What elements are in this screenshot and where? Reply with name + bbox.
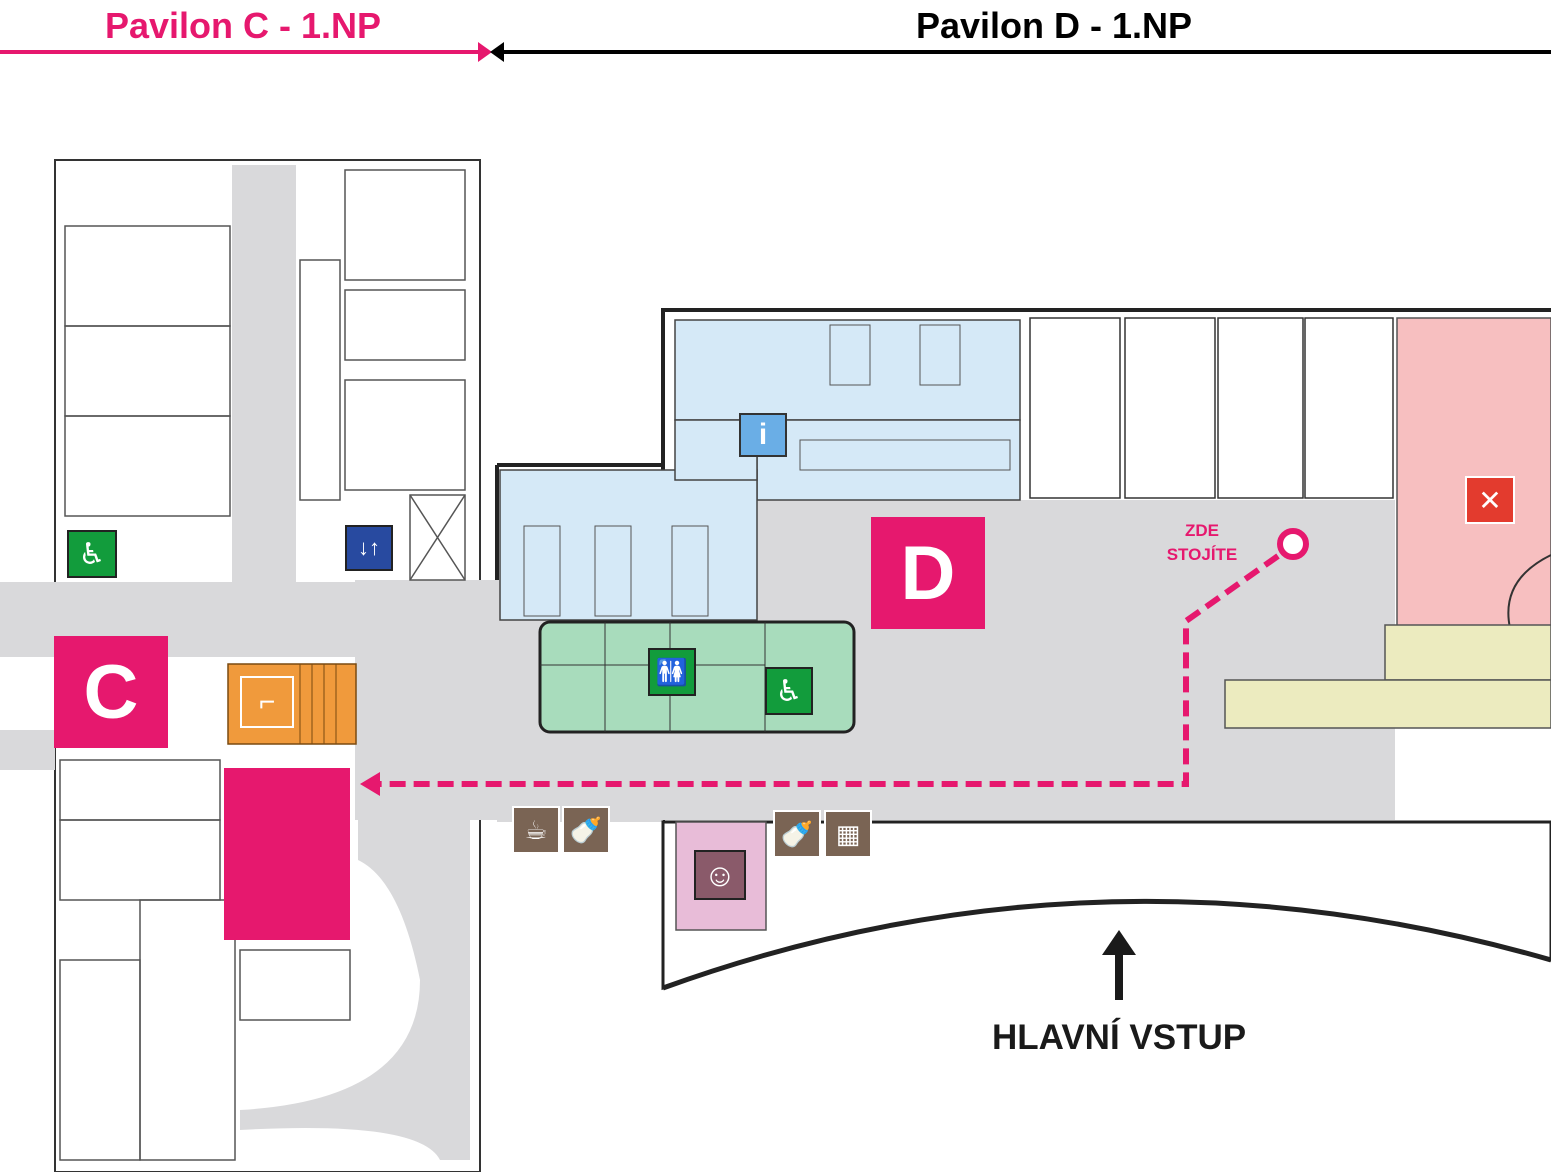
route-arrowhead bbox=[360, 772, 380, 796]
wheelchair-icon: ♿ bbox=[67, 530, 117, 578]
baby-care-icon: ☺ bbox=[694, 850, 746, 900]
restaurant-area bbox=[1396, 317, 1551, 629]
zone-c-label: C bbox=[83, 649, 139, 735]
restaurant-icon: ✕ bbox=[1465, 476, 1515, 524]
you-are-here-marker bbox=[1277, 528, 1309, 560]
route-path bbox=[380, 553, 1280, 787]
pavilion-c-header: Pavilon C - 1.NP bbox=[105, 5, 382, 46]
you-are-here-label: ZDE STOJÍTE bbox=[1166, 521, 1238, 564]
elevator-icon: ↓↑ bbox=[345, 525, 393, 571]
escalators bbox=[1224, 624, 1551, 729]
info-icon: i bbox=[739, 413, 787, 457]
baby-bottle-icon: 🍼 bbox=[773, 810, 821, 858]
zone-d-label: D bbox=[900, 530, 956, 616]
chocolate-icon: ▦ bbox=[824, 810, 872, 858]
pavilion-c-rooms bbox=[59, 169, 466, 1161]
zone-d-box bbox=[871, 517, 985, 629]
wheelchair-icon: ♿ bbox=[765, 667, 813, 715]
zone-c-box bbox=[54, 636, 168, 748]
pavilion-d-rooms bbox=[1029, 317, 1394, 499]
pavilion-c-arrow bbox=[478, 42, 492, 62]
pavilion-c-highlighted-room bbox=[224, 768, 350, 940]
main-entrance-label: HLAVNÍ VSTUP bbox=[992, 1018, 1247, 1057]
stairs-icon: ⌐ bbox=[240, 676, 294, 728]
pavilion-d-corridor bbox=[497, 500, 1395, 822]
pavilion-d-arrow bbox=[490, 42, 504, 62]
coffee-icon: ☕ bbox=[512, 806, 560, 854]
pavilion-d-offices bbox=[499, 319, 1021, 621]
baby-bottle-icon: 🍼 bbox=[562, 806, 610, 854]
pavilion-d-header: Pavilon D - 1.NP bbox=[916, 5, 1193, 46]
restroom-icon: 🚻 bbox=[648, 648, 696, 696]
